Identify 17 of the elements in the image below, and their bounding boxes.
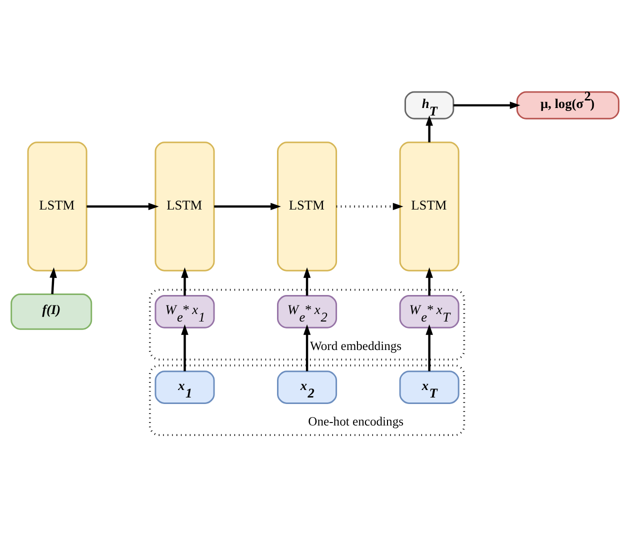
arrow (426, 324, 433, 372)
arrow (426, 115, 433, 142)
arrow (426, 267, 433, 296)
arrow (181, 267, 188, 296)
node-box: LSTM (399, 142, 460, 272)
arrow (336, 202, 404, 210)
node-box: LSTM (27, 142, 88, 272)
arrow (303, 267, 311, 296)
arrow (453, 102, 520, 109)
arrow (303, 324, 311, 372)
node-box: f(I) (10, 294, 92, 330)
node-box: LSTM (154, 142, 215, 272)
arrow (50, 267, 57, 294)
arrow (214, 202, 281, 210)
arrow (86, 202, 159, 210)
node-box: LSTM (277, 142, 338, 272)
arrow (181, 324, 188, 372)
